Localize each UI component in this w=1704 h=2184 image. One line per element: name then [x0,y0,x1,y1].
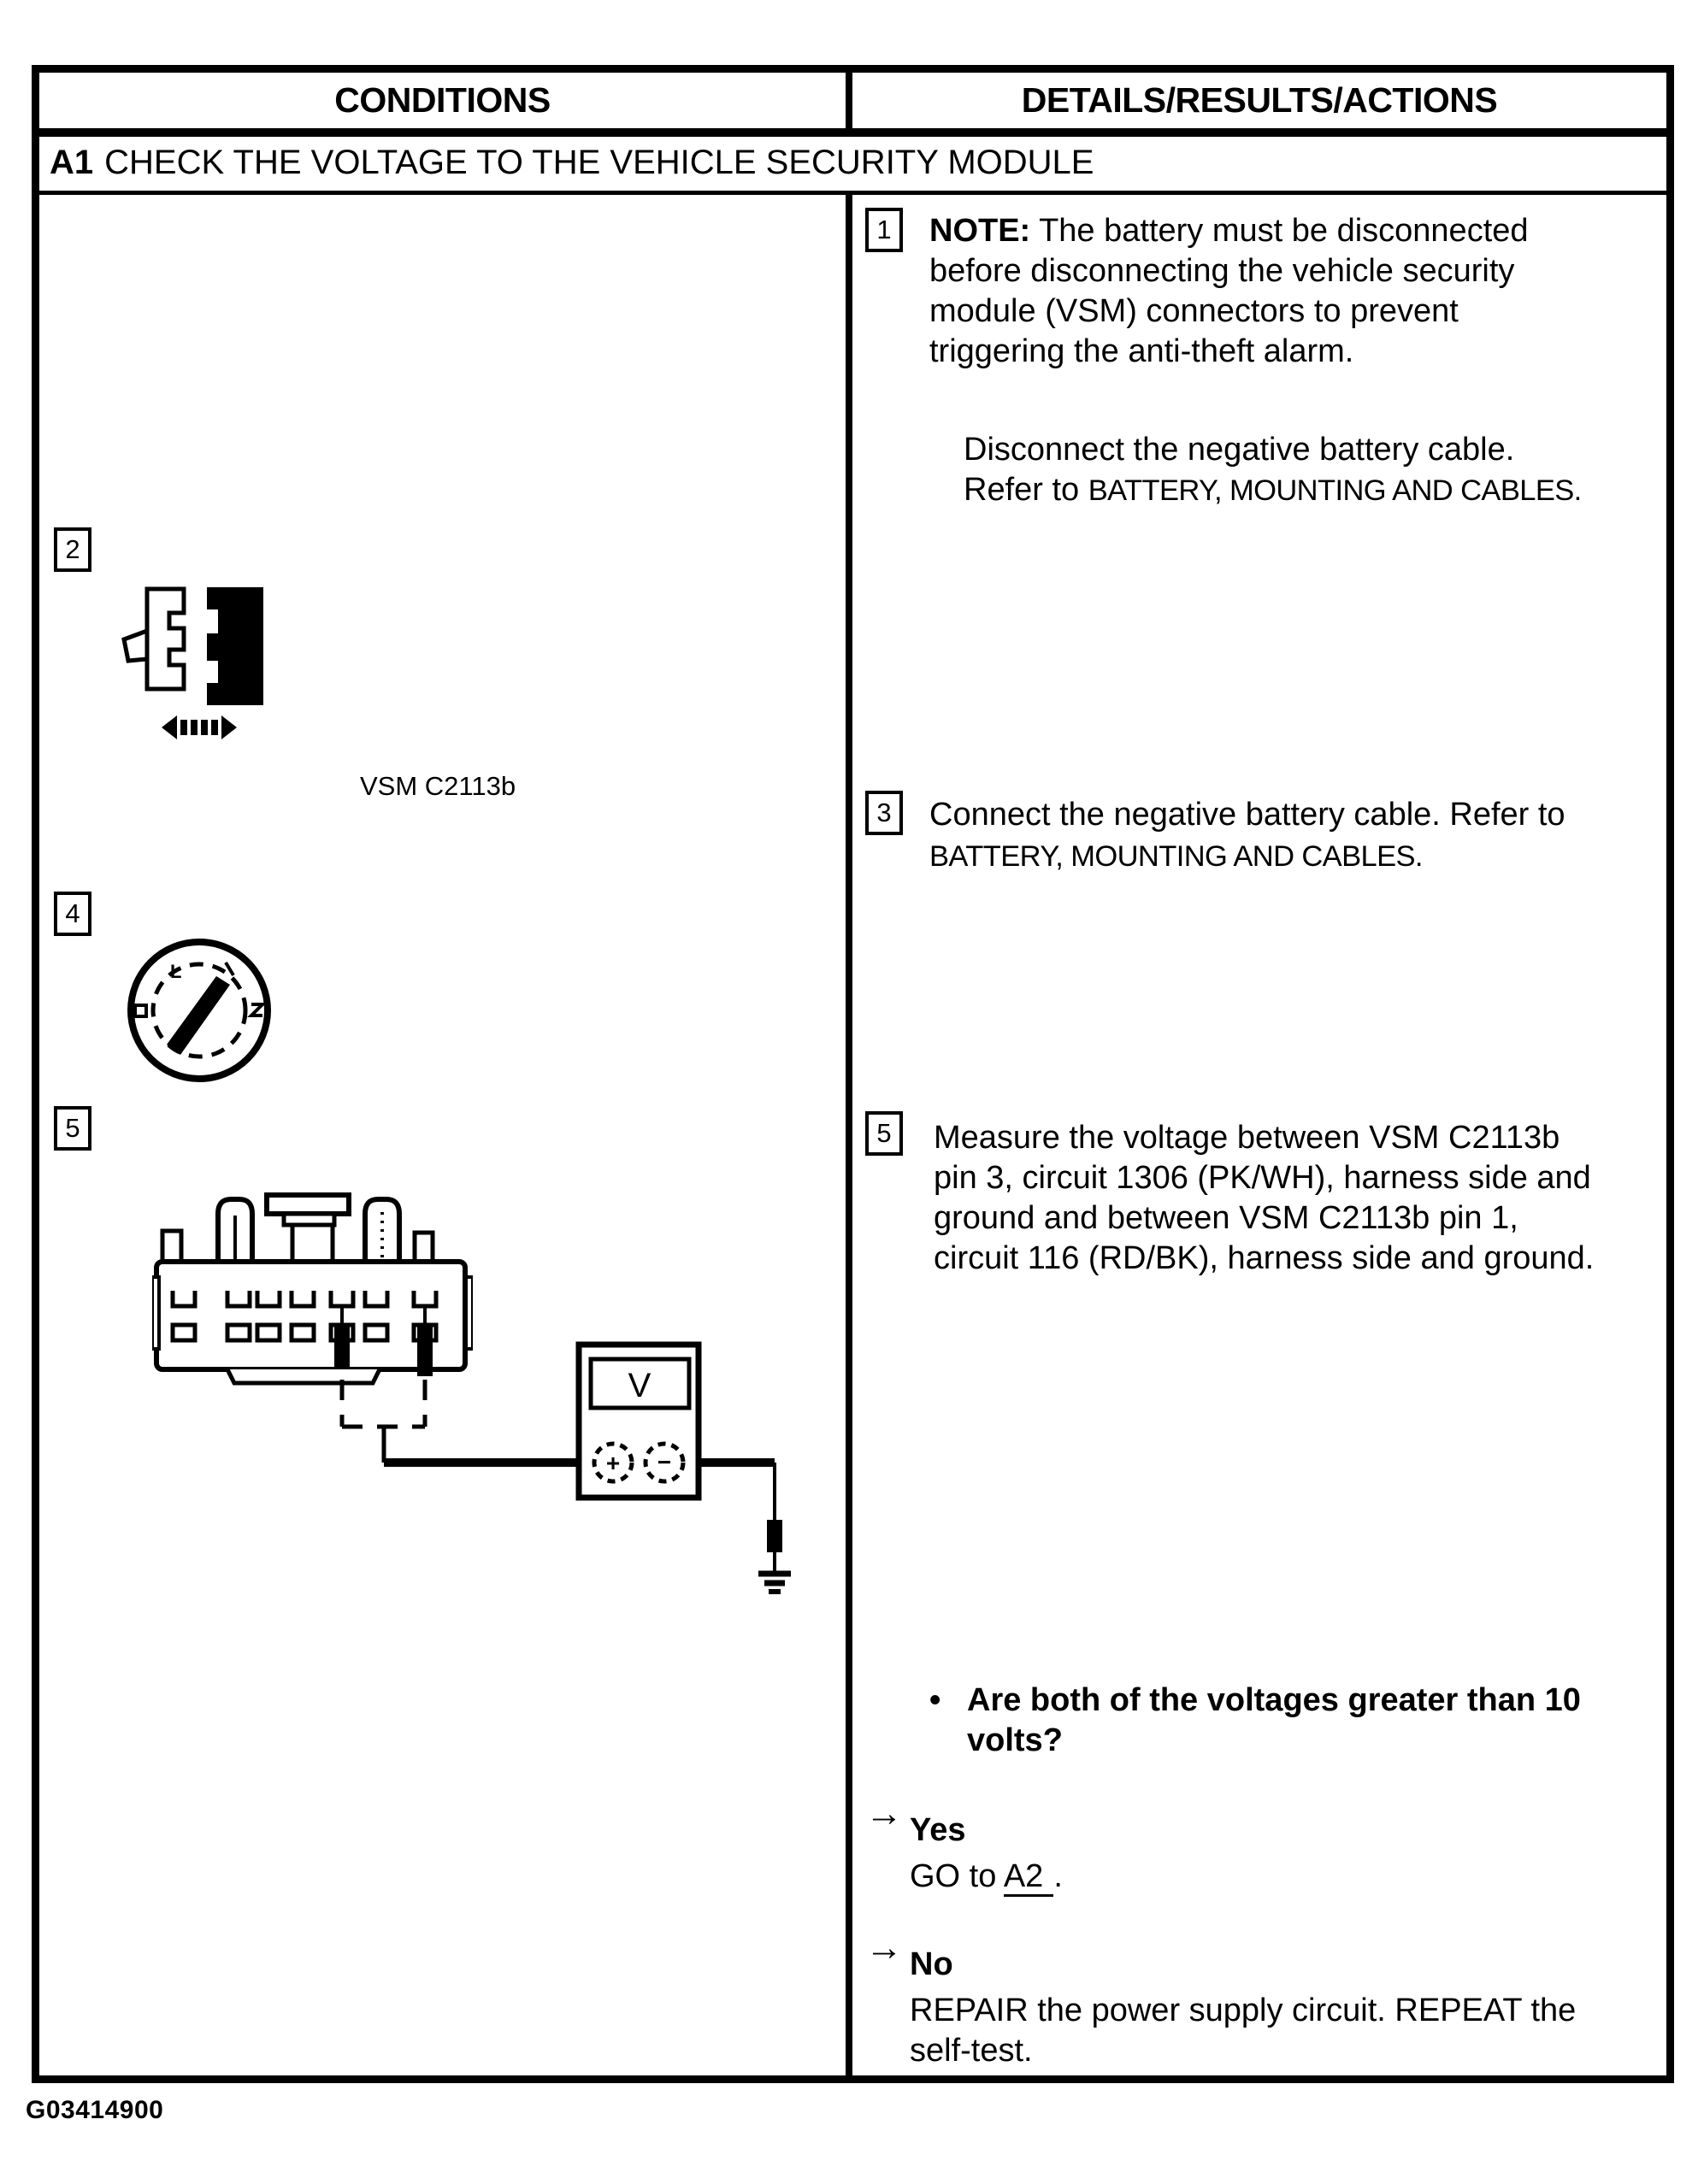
note-line-2: module (VSM) connectors to prevent [929,293,1459,329]
connector-tab-right [412,1230,435,1264]
probe-stems [340,1306,427,1327]
step-1-refer-line: Refer to BATTERY, MOUNTING AND CABLES. [964,470,1582,511]
question-line-0: Are both of the voltages greater than 10 [967,1682,1581,1718]
note-line-0: The battery must be disconnected [1030,213,1529,249]
figure-id: G03414900 [26,2096,164,2124]
refer-prefix: Refer to [964,472,1088,508]
details-header-label: DETAILS/RESULTS/ACTIONS [1021,79,1498,120]
step-2-num: 2 [65,534,80,564]
question-bullet-dot: • [929,1682,941,1718]
ignition-dial-circle [150,962,248,1059]
step-1-num: 1 [876,215,892,244]
yes-arrow-icon: → [865,1793,903,1834]
connector-tab-left [160,1228,184,1264]
diagnostic-table-frame [32,65,1674,2083]
refer-caps: BATTERY, MOUNTING AND CABLES. [1088,474,1583,507]
test-step-id: A1 [50,144,94,181]
connector-latch-tab [121,627,150,663]
no-line-0: REPAIR the power supply circuit. REPEAT … [910,1993,1577,2028]
ignition-start-mark [247,1003,267,1017]
step-5-line-3: circuit 116 (RD/BK), harness side and gr… [934,1240,1595,1276]
connector-latch-base [290,1222,335,1264]
conditions-header-label: CONDITIONS [334,79,551,120]
no-label: No [910,1946,953,1982]
voltmeter-display-label: V [628,1367,652,1404]
ignition-key-pointer [167,976,230,1055]
no-action-text: REPAIR the power supply circuit. REPEAT … [910,1991,1576,2071]
note-line-3: triggering the anti-theft alarm. [929,333,1354,369]
question-line-1: volts? [967,1722,1063,1758]
ignition-lock-letter: L [170,961,181,982]
no-line-1: self-test. [910,2033,1033,2069]
step-4-numbox: 4 [54,892,91,936]
step-5-numbox-left: 5 [54,1106,91,1151]
step-1-action-line: Disconnect the negative battery cable. [964,432,1515,468]
ignition-run-mark [224,961,235,977]
test-lead-dashed-lines [339,1380,427,1429]
connector-latch-top [264,1192,351,1216]
body-column-divider [846,195,852,2083]
step-5-num-left: 5 [65,1113,80,1143]
ignition-switch-run-icon: L [127,939,271,1082]
voltmeter-circuit-icon: V + − [339,1341,791,1594]
note-line-1: before disconnecting the vehicle securit… [929,253,1515,289]
male-connector-shape [144,586,186,692]
disconnect-double-arrow [162,715,237,739]
title-bottom-rule [32,191,1674,195]
step-3-num: 3 [876,798,892,827]
voltmeter-negative-terminal [643,1441,686,1484]
details-header: DETAILS/RESULTS/ACTIONS [852,72,1666,128]
connector-pin-row-1 [170,1291,439,1309]
step-5-numbox-right: 5 [865,1111,903,1156]
step-1-note: NOTE: The battery must be disconnected b… [929,211,1529,372]
female-connector-shape [207,587,263,705]
voltmeter-display [588,1357,692,1410]
step-3-line1: Connect the negative battery cable. Refe… [929,797,1565,833]
ground-symbol [758,1570,791,1594]
yes-action-line: GO to A2. [910,1857,1063,1897]
connector-label: VSM C2113b [360,771,516,801]
test-probe-pin1 [417,1327,433,1376]
go-to-suffix: . [1053,1858,1063,1894]
step-5-text: Measure the voltage between VSM C2113b p… [934,1118,1594,1279]
step-5-num-right: 5 [876,1118,892,1148]
header-column-divider [846,65,852,137]
step-5-line-0: Measure the voltage between VSM C2113b [934,1120,1560,1156]
step-5-line-2: ground and between VSM C2113b pin 1, [934,1200,1518,1236]
go-to-prefix: GO to [910,1858,1004,1894]
disconnect-connector-icon [121,586,263,739]
step-4-num: 4 [65,898,80,928]
go-link-a2[interactable]: A2 [1003,1858,1054,1897]
ground-probe [767,1520,782,1552]
header-bottom-rule [32,128,1674,137]
connector-side-bump-left [152,1275,161,1351]
step-1-numbox: 1 [865,208,903,252]
negative-terminal-sign: − [657,1449,671,1475]
voltmeter-positive-terminal [592,1441,634,1484]
no-arrow-icon: → [865,1927,903,1969]
positive-terminal-sign: + [606,1450,620,1476]
test-probe-pin3 [334,1327,350,1376]
conditions-header: CONDITIONS [39,72,846,128]
question-text: Are both of the voltages greater than 10… [967,1681,1581,1761]
step-5-line-1: pin 3, circuit 1306 (PK/WH), harness sid… [934,1160,1591,1196]
test-title-text: CHECK THE VOLTAGE TO THE VEHICLE SECURIT… [104,144,1094,181]
step-2-numbox: 2 [54,527,91,572]
yes-label: Yes [910,1812,966,1848]
vsm-connector-face-icon [152,1192,473,1386]
connector-side-bump-right [464,1275,473,1351]
note-label: NOTE: [929,213,1031,249]
test-title-row: A1 CHECK THE VOLTAGE TO THE VEHICLE SECU… [50,135,1657,191]
step-3-numbox: 3 [865,791,903,835]
step-3-refer-caps: BATTERY, MOUNTING AND CABLES. [929,840,1424,873]
ignition-off-mark [133,1004,148,1018]
